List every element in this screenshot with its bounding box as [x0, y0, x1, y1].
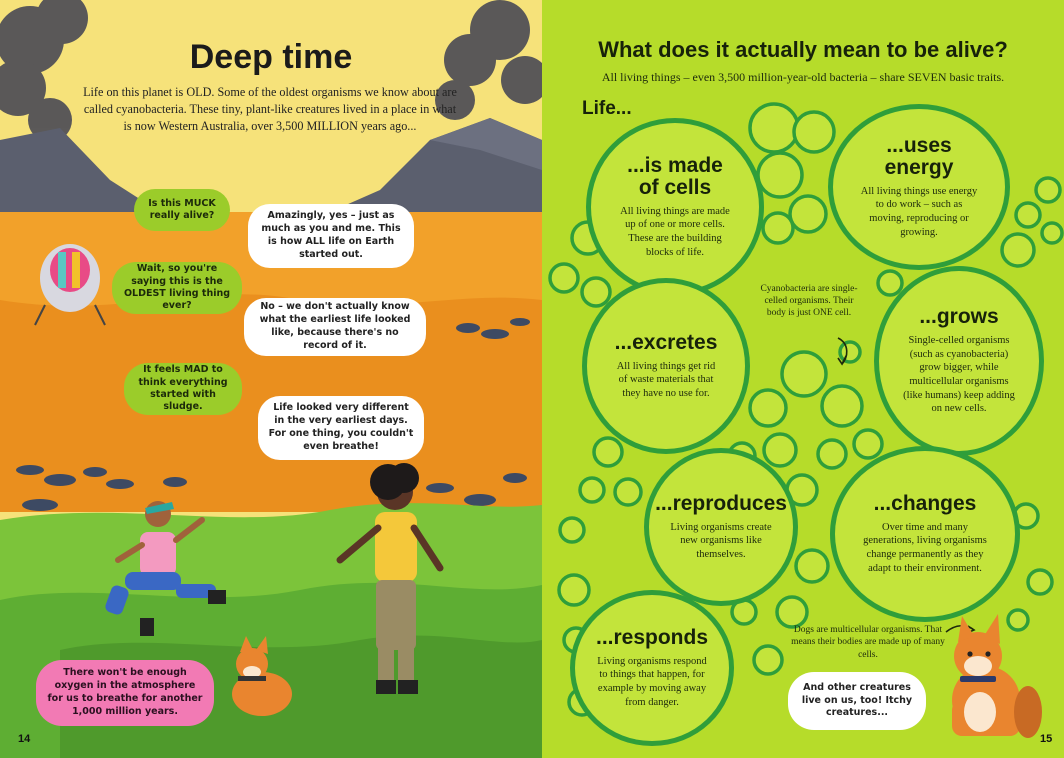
trait-heading: ...is made of cells — [627, 153, 723, 199]
page-title: What does it actually mean to be alive? — [598, 37, 1008, 62]
trait-changes: ...changes Over time and many generation… — [830, 446, 1020, 622]
speech-bubble-oxygen: There won't be enough oxygen in the atmo… — [36, 660, 214, 726]
trait-heading: ...reproduces — [655, 491, 787, 515]
trait-heading: ...responds — [595, 625, 709, 649]
speech-bubble-no-record: No – we don't actually know what the ear… — [244, 298, 426, 356]
speech-bubble-breathe: Life looked very different in the very e… — [258, 396, 424, 460]
speech-bubble-amazingly: Amazingly, yes – just as much as you and… — [248, 204, 414, 268]
intro-paragraph: Life on this planet is OLD. Some of the … — [83, 85, 457, 133]
trait-heading: ...grows — [919, 305, 999, 329]
right-page: What does it actually mean to be alive? … — [542, 0, 1064, 758]
page-number-right: 15 — [1040, 733, 1053, 745]
small-cells-decoration — [548, 102, 1064, 738]
trait-body: All living things get rid of waste mater… — [616, 360, 716, 399]
trait-heading: ...changes — [873, 491, 977, 515]
trait-body: Living organisms create new organisms li… — [670, 521, 772, 560]
cyanobacteria-note: Cyanobacteria are single-celled organism… — [760, 284, 858, 318]
trait-responds: ...responds Living organisms respond to … — [570, 590, 734, 746]
trait-reproduces: ...reproduces Living organisms create ne… — [644, 448, 798, 606]
trait-body: Single-celled organisms (such as cyanoba… — [903, 335, 1015, 415]
trait-body: Living organisms respond to things that … — [597, 655, 707, 708]
trait-body: All living things use energy to do work … — [860, 185, 978, 238]
page-subtitle: All living things – even 3,500 million-y… — [601, 70, 1005, 84]
dogs-note: Dogs are multicellular organisms. That m… — [791, 625, 945, 660]
creatures-speech-bubble: And other creatures live on us, too! Itc… — [788, 672, 926, 730]
trait-heading: ...excretes — [614, 330, 718, 354]
left-page: Deep time Life on this planet is OLD. So… — [0, 0, 542, 758]
trait-body: All living things are made up of one or … — [620, 205, 730, 258]
speech-bubble-muck: Is this MUCK really alive? — [134, 189, 230, 231]
page-title: Deep time — [189, 38, 353, 76]
page-number-left: 14 — [18, 733, 31, 745]
speech-bubble-mad: It feels MAD to think everything started… — [124, 363, 242, 415]
trait-is-made-of-cells: ...is made of cells All living things ar… — [586, 118, 764, 296]
trait-excretes: ...excretes All living things get rid of… — [582, 278, 750, 454]
trait-grows: ...grows Single-celled organisms (such a… — [874, 266, 1044, 456]
trait-uses-energy: ...uses energy All living things use ene… — [828, 104, 1010, 270]
life-label: Life... — [582, 98, 632, 119]
trait-heading: ...uses energy — [884, 133, 954, 179]
trait-body: Over time and many generations, living o… — [863, 521, 987, 574]
speech-bubble-oldest: Wait, so you're saying this is the OLDES… — [112, 262, 242, 314]
